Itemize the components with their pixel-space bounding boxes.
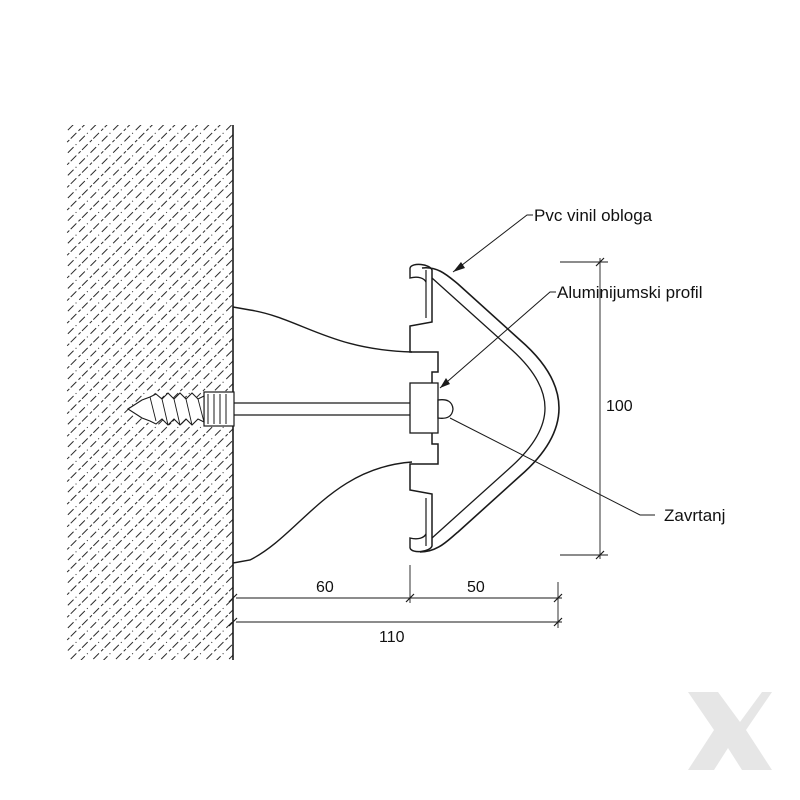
screw-washer bbox=[409, 382, 439, 434]
screw bbox=[126, 382, 454, 434]
dimension-horizontal: 60 50 110 bbox=[228, 565, 563, 646]
screw-head bbox=[437, 399, 454, 419]
x-logo-icon bbox=[688, 692, 772, 770]
aluminium-profile bbox=[409, 263, 439, 553]
wall-anchor bbox=[203, 391, 235, 427]
callout-screw-label: Zavrtanj bbox=[664, 506, 725, 525]
callout-cladding-label: Pvc vinil obloga bbox=[534, 206, 653, 225]
pvc-cladding bbox=[419, 266, 560, 553]
cushion-outline bbox=[232, 306, 413, 564]
dimension-50-label: 50 bbox=[467, 579, 485, 596]
callout-profile: Aluminijumski profil bbox=[439, 283, 702, 389]
dimension-height: 100 bbox=[560, 257, 633, 560]
callout-screw: Zavrtanj bbox=[449, 417, 725, 525]
dimension-110-label: 110 bbox=[379, 629, 405, 646]
callout-cladding: Pvc vinil obloga bbox=[452, 206, 653, 273]
dimension-height-label: 100 bbox=[606, 398, 633, 415]
callout-profile-label: Aluminijumski profil bbox=[557, 283, 702, 302]
dimension-60-label: 60 bbox=[316, 579, 334, 596]
